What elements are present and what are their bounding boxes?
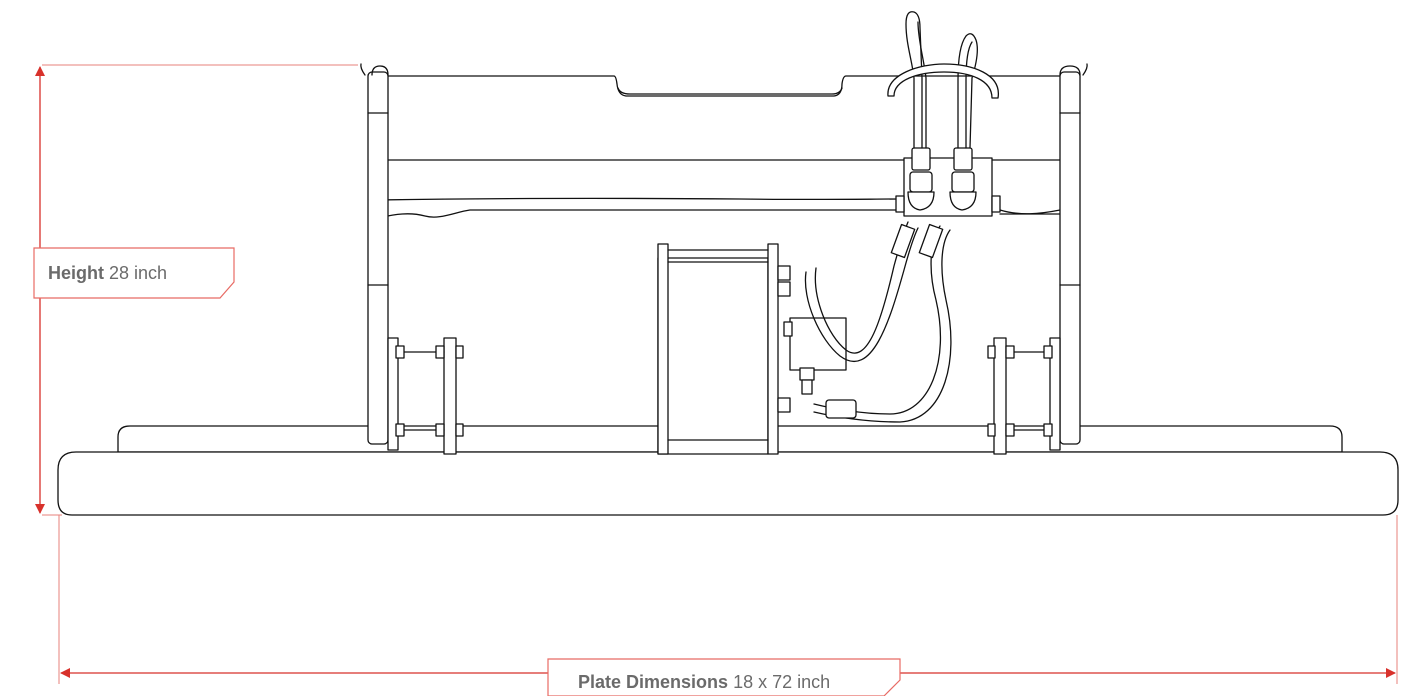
plate-label-value: 18 x 72 inch <box>733 672 830 692</box>
right-clamp <box>987 337 1061 455</box>
plate-label-text: Plate Dimensions 18 x 72 inch <box>578 672 830 692</box>
height-label-value: 28 inch <box>109 263 167 283</box>
plate-label: Plate Dimensions 18 x 72 inch <box>547 658 901 696</box>
hydraulic-hoses <box>799 221 952 423</box>
valve-manifold <box>895 147 1001 217</box>
left-upright <box>360 63 389 445</box>
height-label: Height 28 inch <box>33 247 235 299</box>
height-label-title: Height <box>48 263 104 283</box>
vibrator-housing <box>657 243 847 455</box>
upper-hoses <box>887 11 999 149</box>
right-upright <box>1059 63 1088 445</box>
extension-lines <box>42 64 1398 684</box>
height-label-text: Height 28 inch <box>48 263 167 283</box>
left-clamp <box>387 337 464 455</box>
plate-label-title: Plate Dimensions <box>578 672 728 692</box>
